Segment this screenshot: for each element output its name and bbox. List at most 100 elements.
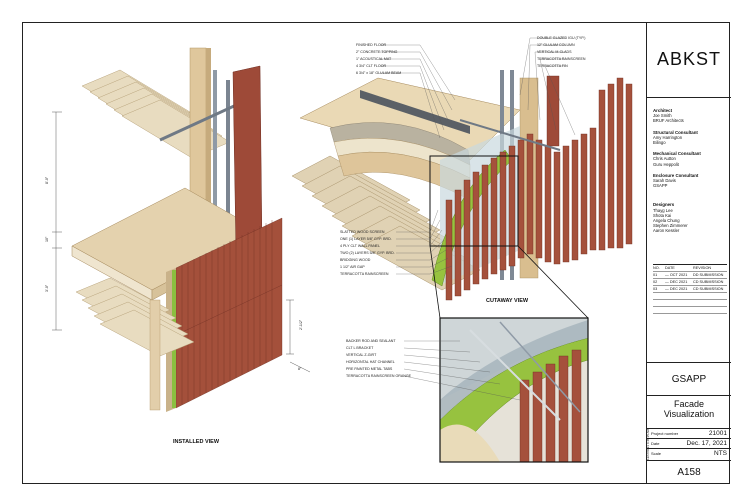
cutaway-view xyxy=(291,70,633,319)
cutaway-terracotta xyxy=(445,77,633,301)
terracotta-fin xyxy=(232,65,263,253)
dim-label: 3'-0" xyxy=(45,284,49,292)
label-metal-tabs: PRE PAINTED METAL TABS xyxy=(346,367,393,371)
dim-label: 8'-0" xyxy=(45,176,49,184)
meta-value: 21001 xyxy=(708,430,727,437)
meta-label: Project number xyxy=(651,431,679,436)
team-line: Sarah Davis xyxy=(653,178,676,184)
plot-timestamp: 12/17/2021 4:48:15 AM xyxy=(646,428,650,460)
firm-logo: ABKST xyxy=(647,22,731,98)
team-mechanical: Mechanical Consultant Chris Autton Guru … xyxy=(653,151,727,167)
detail-callout-box xyxy=(429,155,519,247)
team-line: Shota Kai xyxy=(653,212,672,218)
team-line: Stephen Zimmerer xyxy=(653,223,688,229)
label-vertical-mclads: VERTICAL M-CLADS xyxy=(537,50,572,54)
enlarged-detail xyxy=(439,317,589,463)
leader-lines xyxy=(380,37,576,401)
meta-label: Scale xyxy=(651,451,662,456)
revision-row: 01 — OCT 2021 DD SUBMISSION xyxy=(653,272,727,279)
label-terracotta-orange: TERRACOTTA RAINSCREEN ORANGE xyxy=(346,374,412,378)
label-glulam-column: 12" GLULAM COLUMN xyxy=(537,43,575,47)
meta-project-number: Project number 21001 xyxy=(647,428,731,438)
terracotta-rainscreen-wall xyxy=(175,217,283,409)
label-z-girt: VERTICAL Z-GIRT xyxy=(346,353,377,357)
label-concrete-topping: 2" CONCRETE TOPPING xyxy=(356,50,398,54)
team-line: Amy Harrington xyxy=(653,134,683,140)
rev-header-revision: REVISION xyxy=(693,266,712,270)
role-label: Designers xyxy=(653,202,675,208)
dim-label: 8" xyxy=(298,367,302,371)
team-structural: Structural Consultant Amy Harrington Bil… xyxy=(653,130,727,146)
meta-scale: Scale NTS xyxy=(647,448,731,458)
drawing-title: Facade Visualization xyxy=(647,396,731,426)
label-hat-channel: HORIZONTAL HAT CHANNEL xyxy=(346,360,395,364)
label-gyp-board: ONE (1) LAYER 5/8" GYP. BRD. xyxy=(340,237,392,241)
meta-date: Date Dec. 17, 2021 xyxy=(647,438,731,448)
meta-value: Dec. 17, 2021 xyxy=(686,440,727,447)
labels-mid: SLATTED WOOD SCREEN ONE (1) LAYER 5/8" G… xyxy=(340,230,395,276)
rev-date: — OCT 2021 xyxy=(665,273,688,277)
labels-detail: BACKER ROD AND SEALANT CLT L BRACKET VER… xyxy=(346,339,412,378)
team-line: Aaron Kessler xyxy=(653,228,680,234)
revision-blank-row xyxy=(653,300,727,307)
sheet-number: A158 xyxy=(647,460,731,484)
team-designers: Designers Thayg Lee Shota Kai Angela Chu… xyxy=(653,202,727,233)
label-finished-floor: FINISHED FLOOR xyxy=(356,43,387,47)
team-line: Guru Heppolit xyxy=(653,161,679,167)
team-enclosure: Enclosure Consultant Sarah Davis GSAPP xyxy=(653,173,727,189)
installed-view-caption: INSTALLED VIEW xyxy=(173,439,220,445)
role-label: Mechanical Consultant xyxy=(653,151,701,157)
rev-header-date: DATE xyxy=(665,266,675,270)
rev-header-no: NO. xyxy=(653,266,660,270)
label-backer-rod: BACKER ROD AND SEALANT xyxy=(346,339,396,343)
revision-blank-row xyxy=(653,293,727,300)
cutaway-view-caption: CUTAWAY VIEW xyxy=(486,298,529,304)
meta-value: NTS xyxy=(714,450,727,457)
label-clt-wall: 4 PLY CLT WALL PANEL xyxy=(340,244,380,248)
label-terracotta: TERRACOTTA RAINSCREEN xyxy=(340,272,389,276)
labels-top: FINISHED FLOOR 2" CONCRETE TOPPING 1" AC… xyxy=(356,43,401,75)
installed-view: 8'-0" 10" 3'-0" 2'-1/2" 8" xyxy=(45,47,311,412)
revision-row: 02 — DEC 2021 CD SUBMISSION xyxy=(653,279,727,286)
rev-no: 02 xyxy=(653,280,658,284)
client-name: GSAPP xyxy=(647,362,731,396)
team-architect: Architect Joe Smith BRUF Architects xyxy=(653,108,727,124)
revision-table: NO. DATE REVISION 01 — OCT 2021 DD SUBMI… xyxy=(653,264,727,314)
label-slatted-screen: SLATTED WOOD SCREEN xyxy=(340,230,385,234)
rev-date: — DEC 2021 xyxy=(665,287,688,291)
role-label: Structural Consultant xyxy=(653,129,698,135)
team-line: Chris Autton xyxy=(653,156,676,162)
revision-blank-row xyxy=(653,307,727,314)
role-label: Architect xyxy=(653,108,673,113)
label-double-glazed: DOUBLE GLAZED IGU (TYP.) xyxy=(537,36,585,40)
rev-desc: DD SUBMISSION xyxy=(693,273,724,277)
meta-label: Date xyxy=(651,441,660,446)
drawing-title-line: Facade xyxy=(673,399,705,409)
team-line: GSAPP xyxy=(653,183,668,189)
project-meta: Project number 21001 Date Dec. 17, 2021 … xyxy=(647,428,731,458)
revision-row: 03 — DEC 2021 CD SUBMISSION xyxy=(653,286,727,293)
label-acoustical-mat: 1" ACOUSTICAL MAT xyxy=(356,57,392,61)
team-line: BRUF Architects xyxy=(653,118,684,124)
label-terracotta-fin: TERRACOTTA FIN xyxy=(537,64,568,68)
rev-no: 03 xyxy=(653,287,658,291)
label-glulam-beam: 6 3/4" x 18" GLULAM BEAM xyxy=(356,71,401,75)
rev-no: 01 xyxy=(653,273,658,277)
rev-desc: CD SUBMISSION xyxy=(693,287,724,291)
label-bridging-wood: BRIDGING WOOD xyxy=(340,258,371,262)
label-terracotta-rainscreen: TERRACOTTA RAINSCREEN xyxy=(537,57,586,61)
rev-date: — DEC 2021 xyxy=(665,280,688,284)
drawing-title-line: Visualization xyxy=(663,409,715,419)
labels-top-right: DOUBLE GLAZED IGU (TYP.) 12" GLULAM COLU… xyxy=(537,36,586,68)
team-line: Thayg Lee xyxy=(653,207,673,213)
dim-label: 10" xyxy=(45,236,49,242)
team-line: Joe Smith xyxy=(653,113,672,119)
project-team: Architect Joe Smith BRUF Architects Stru… xyxy=(653,108,727,240)
label-air-gap: 1 1/2" AIR GAP xyxy=(340,265,365,269)
revision-header: NO. DATE REVISION xyxy=(653,265,727,272)
role-label: Enclosure Consultant xyxy=(653,172,699,178)
title-block: ABKST Architect Joe Smith BRUF Architect… xyxy=(646,22,731,484)
label-clt-floor: 4 3/4" CLT FLOOR xyxy=(356,64,387,68)
rev-desc: CD SUBMISSION xyxy=(693,280,724,284)
